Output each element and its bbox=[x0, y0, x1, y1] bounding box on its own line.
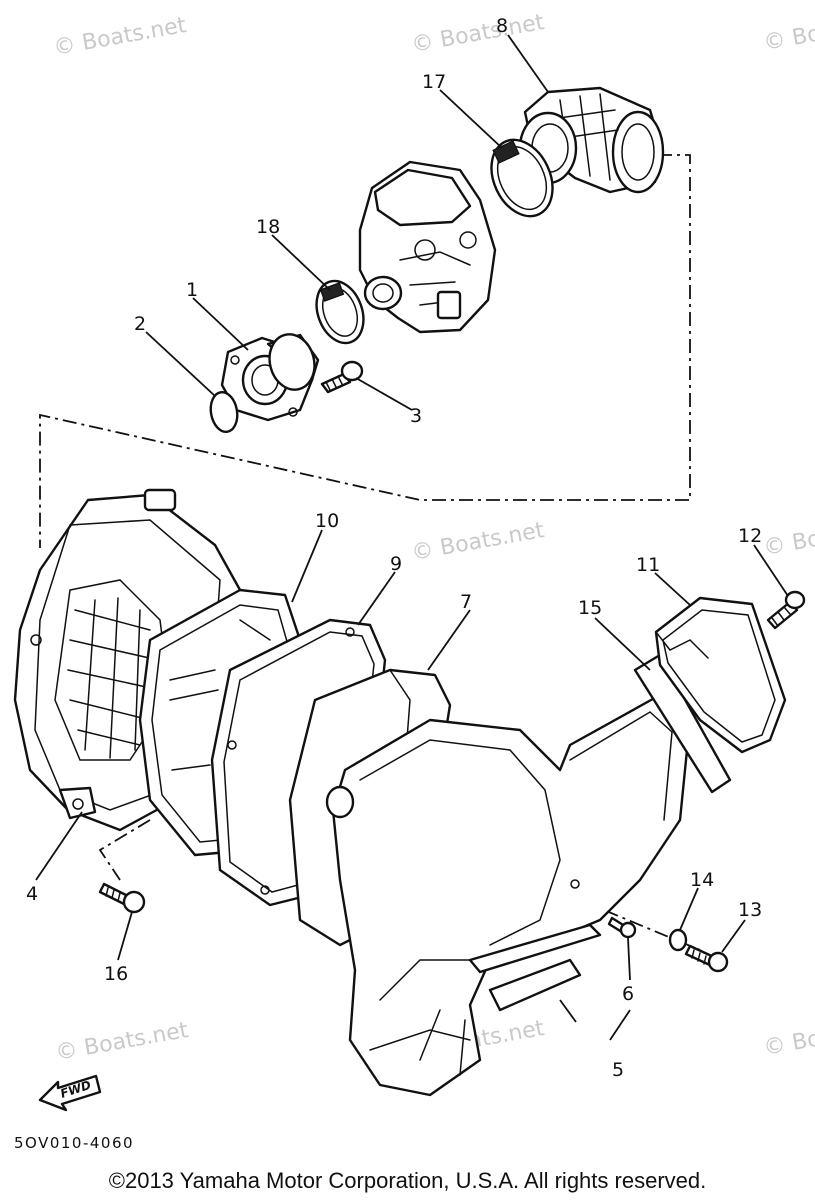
leader-lines bbox=[35, 34, 789, 1041]
watermark-1: © Boats.net bbox=[52, 13, 189, 61]
washer-14 bbox=[668, 928, 688, 952]
watermark-2: © Boats.net bbox=[410, 10, 547, 58]
callout-16: 16 bbox=[104, 963, 128, 985]
watermark-6: © Boats.net bbox=[762, 513, 815, 561]
callout-3: 3 bbox=[410, 405, 422, 427]
callout-8: 8 bbox=[496, 15, 508, 37]
watermark-7: © Boats.net bbox=[54, 1018, 191, 1066]
callout-10: 10 bbox=[315, 510, 339, 532]
callout-labels: 8 17 18 1 2 3 10 9 7 12 11 15 4 16 6 14 … bbox=[26, 15, 762, 1081]
screw-3 bbox=[320, 360, 364, 394]
part-number-note: 5OV010-4060 bbox=[14, 1134, 134, 1152]
cap-part bbox=[654, 596, 787, 754]
screw-6 bbox=[607, 916, 637, 939]
fwd-arrow: FWD bbox=[38, 1074, 102, 1112]
parts-diagram: © Boats.net © Boats.net © Boats.net © Bo… bbox=[13, 8, 815, 1152]
callout-17: 17 bbox=[422, 71, 446, 93]
bottom-plate-part bbox=[468, 923, 602, 1012]
carburetor-body bbox=[358, 160, 497, 334]
assembly-guide-line bbox=[39, 154, 691, 548]
callout-9: 9 bbox=[390, 553, 402, 575]
callout-18: 18 bbox=[256, 216, 280, 238]
callout-2: 2 bbox=[134, 313, 146, 335]
callout-7: 7 bbox=[460, 591, 472, 613]
watermark-3: © Boats.net bbox=[762, 8, 815, 56]
screw-12 bbox=[766, 590, 806, 630]
copyright-notice: ©2013 Yamaha Motor Corporation, U.S.A. A… bbox=[108, 1168, 707, 1193]
watermark-5: © Boats.net bbox=[410, 518, 547, 566]
callout-14: 14 bbox=[690, 869, 714, 891]
hose-clamp-17 bbox=[490, 138, 554, 218]
callout-12: 12 bbox=[738, 525, 762, 547]
screw-guide-line bbox=[98, 819, 151, 881]
carburetor-joint-part bbox=[220, 333, 320, 422]
callout-1: 1 bbox=[186, 279, 198, 301]
hose-clamp-18 bbox=[315, 279, 365, 345]
bolt-13 bbox=[684, 944, 729, 973]
callout-6: 6 bbox=[622, 983, 634, 1005]
callout-4: 4 bbox=[26, 883, 38, 905]
callout-15: 15 bbox=[578, 597, 602, 619]
callout-13: 13 bbox=[738, 899, 762, 921]
callout-5: 5 bbox=[612, 1059, 624, 1081]
filter-gasket-part bbox=[633, 653, 732, 794]
o-ring-part bbox=[209, 390, 239, 434]
watermark-9: © Boats.net bbox=[762, 1013, 815, 1061]
callout-11: 11 bbox=[636, 554, 660, 576]
screw-16 bbox=[98, 882, 146, 914]
